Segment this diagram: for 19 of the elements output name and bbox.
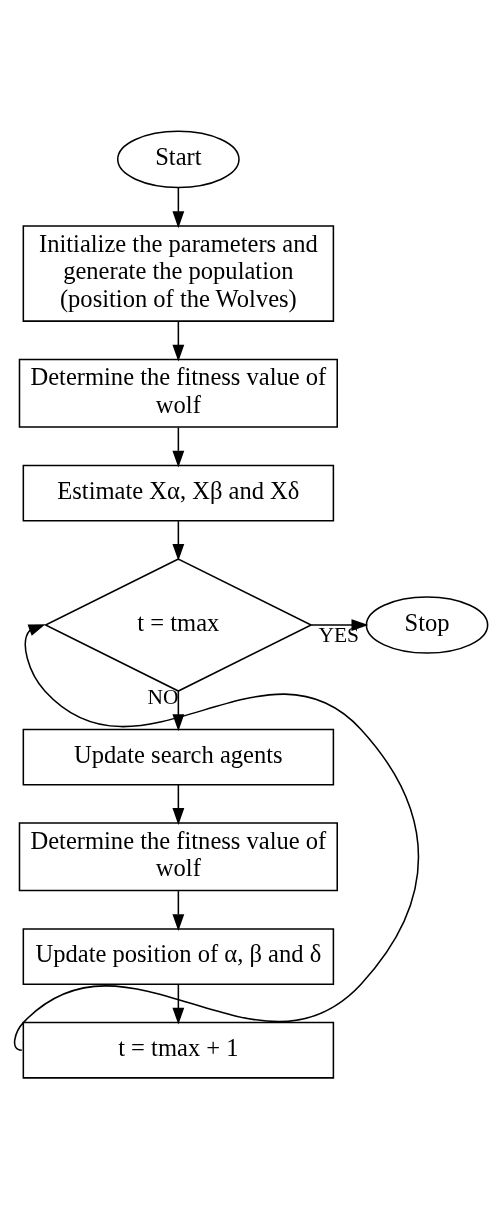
arrow [172, 784, 185, 825]
node-box: Determine the fitness value of wolf [18, 358, 338, 428]
arrow [172, 520, 185, 561]
node-ellipse: Stop [365, 596, 489, 654]
arrow [172, 426, 185, 468]
arrow [172, 890, 185, 932]
node-box: Update search agents [22, 728, 335, 786]
arrow [172, 983, 185, 1025]
node-box: Update position of α, β and δ [22, 928, 335, 985]
node-box: Initialize the parameters and generate the population (position of the Wolves) [22, 225, 335, 322]
arrow [172, 187, 185, 229]
node-ellipse: Start [116, 130, 240, 189]
node-box: Determine the fitness value of wolf [18, 822, 338, 892]
edge-label: YES [318, 623, 359, 648]
arrow [310, 619, 369, 631]
node-box: Estimate Xα, Xβ and Xδ [22, 464, 335, 522]
node-box: t = tmax + 1 [22, 1021, 335, 1079]
arrow [172, 690, 185, 732]
arrow [172, 320, 185, 362]
